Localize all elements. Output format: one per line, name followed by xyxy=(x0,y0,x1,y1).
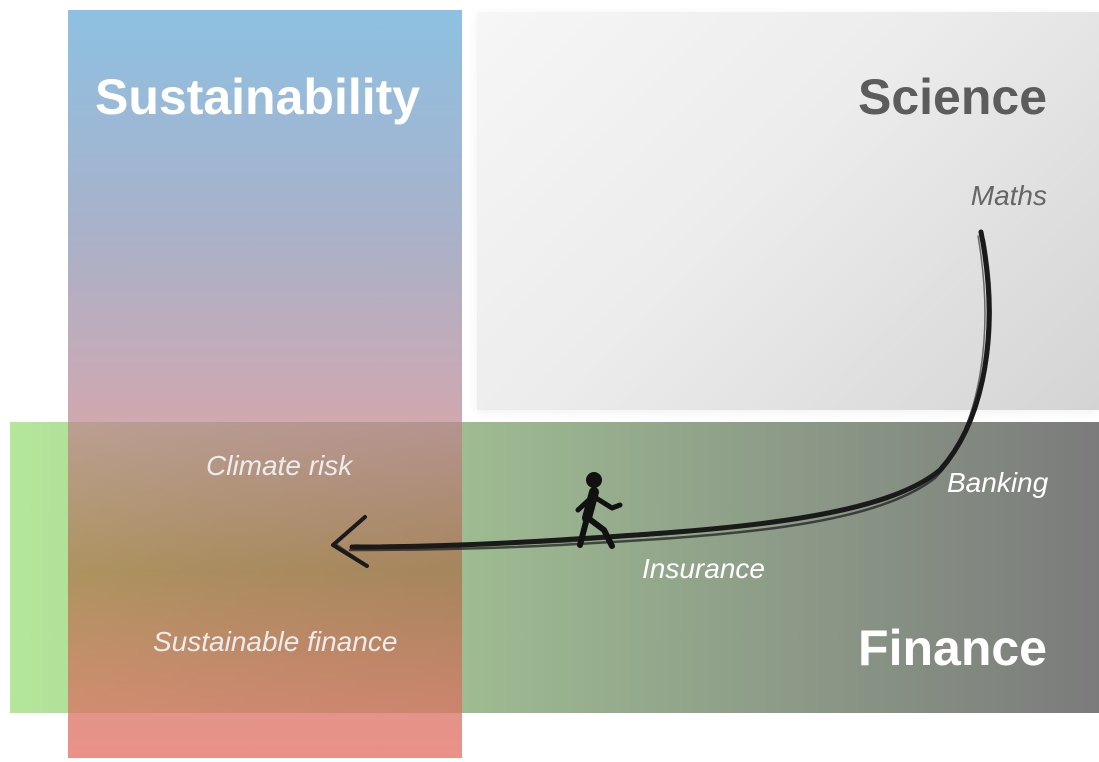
banking-label: Banking xyxy=(947,467,1049,498)
sustainable-finance-label: Sustainable finance xyxy=(153,626,398,657)
maths-label: Maths xyxy=(970,180,1047,211)
insurance-label: Insurance xyxy=(642,553,765,584)
finance-title: Finance xyxy=(858,620,1047,676)
science-title: Science xyxy=(857,69,1047,125)
sustainability-title: Sustainability xyxy=(95,69,421,125)
climate-risk-label: Climate risk xyxy=(206,450,353,481)
